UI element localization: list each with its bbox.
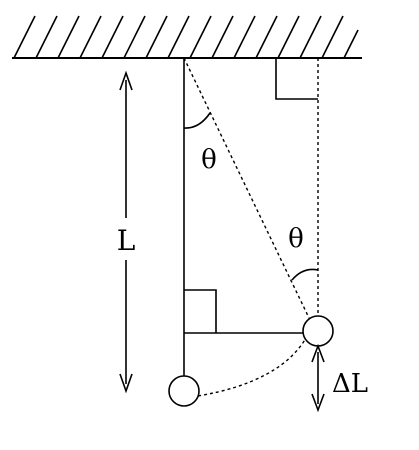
delta-length-label: ΔL	[332, 369, 368, 399]
top-right-angle-marker	[275, 58, 318, 100]
bob-rest	[168, 375, 200, 407]
angle-arc-top	[183, 112, 211, 129]
delta-length-arrow	[311, 343, 325, 413]
angle-label-top: θ	[201, 145, 217, 175]
bottom-right-angle-marker	[184, 289, 217, 333]
bob-displaced	[302, 315, 334, 347]
length-label-bg	[104, 218, 148, 260]
ceiling-hatching	[13, 15, 359, 59]
length-label: L	[117, 224, 136, 257]
swing-path	[197, 337, 307, 397]
displaced-string	[183, 57, 311, 321]
angle-arc-bottom	[291, 268, 319, 281]
angle-label-bottom: θ	[288, 224, 304, 254]
